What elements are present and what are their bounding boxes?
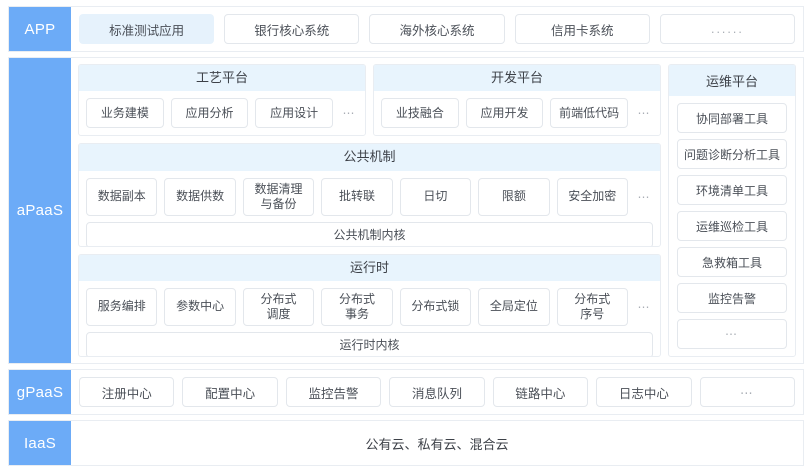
panel-ops-platform: 运维平台 协同部署工具 问题诊断分析工具 环境清单工具 运维巡检工具 急救箱工具… xyxy=(668,64,796,357)
ops-item-problem-diagnosis[interactable]: 问题诊断分析工具 xyxy=(677,139,787,169)
craft-item-business-modeling[interactable]: 业务建模 xyxy=(86,98,164,129)
runtime-item-parameter-center[interactable]: 参数中心 xyxy=(164,287,236,326)
dev-item-frontend-lowcode[interactable]: 前端低代码 xyxy=(550,98,629,129)
common-item-security-encryption[interactable]: 安全加密 xyxy=(556,177,628,216)
common-item-day-cut[interactable]: 日切 xyxy=(399,177,472,216)
apaas-tier: aPaaS 工艺平台 业务建模 应用分析 应用设计 ⋯ xyxy=(8,57,804,364)
panel-runtime: 运行时 服务编排 参数中心 分布式 调度 分布式 事务 分布式锁 全局定位 分布… xyxy=(78,253,661,357)
common-item-limit[interactable]: 限额 xyxy=(478,177,550,216)
runtime-more-ellipsis[interactable]: ⋯ xyxy=(637,299,651,314)
craft-more-ellipsis[interactable]: ⋯ xyxy=(342,106,356,121)
panel-common-mechanism-title: 公共机制 xyxy=(79,144,660,171)
gpaas-item-log-center[interactable]: 日志中心 xyxy=(596,377,692,407)
gpaas-tier: gPaaS 注册中心 配置中心 监控告警 消息队列 链路中心 日志中心 ⋯ xyxy=(8,369,804,415)
panel-common-mechanism: 公共机制 数据副本 数据供数 数据清理 与备份 批转联 日切 限额 安全加密 ⋯ xyxy=(78,143,661,247)
panel-dev-platform: 开发平台 业技融合 应用开发 前端低代码 ⋯ xyxy=(373,64,661,137)
app-tier-items: 标准测试应用 银行核心系统 海外核心系统 信用卡系统 ...... xyxy=(71,7,803,51)
dev-item-app-development[interactable]: 应用开发 xyxy=(465,98,544,129)
panel-runtime-title: 运行时 xyxy=(79,254,660,281)
panel-craft-platform: 工艺平台 业务建模 应用分析 应用设计 ⋯ xyxy=(78,64,366,137)
dev-more-ellipsis[interactable]: ⋯ xyxy=(637,106,651,121)
common-mechanism-row: 数据副本 数据供数 数据清理 与备份 批转联 日切 限额 安全加密 ⋯ xyxy=(86,177,653,216)
apaas-tier-body: 工艺平台 业务建模 应用分析 应用设计 ⋯ 开发平台 xyxy=(71,58,803,363)
iaas-tier-label: IaaS xyxy=(9,421,71,465)
runtime-kernel[interactable]: 运行时内核 xyxy=(86,331,653,356)
runtime-row: 服务编排 参数中心 分布式 调度 分布式 事务 分布式锁 全局定位 分布式 序号… xyxy=(86,287,653,326)
runtime-item-global-positioning[interactable]: 全局定位 xyxy=(478,287,550,326)
gpaas-tier-items: 注册中心 配置中心 监控告警 消息队列 链路中心 日志中心 ⋯ xyxy=(71,370,803,414)
runtime-item-distributed-lock[interactable]: 分布式锁 xyxy=(399,287,472,326)
panel-dev-platform-body: 业技融合 应用开发 前端低代码 ⋯ xyxy=(374,91,660,135)
dev-item-business-tech-fusion[interactable]: 业技融合 xyxy=(381,98,459,129)
ops-item-first-aid-kit[interactable]: 急救箱工具 xyxy=(677,247,787,277)
app-tier-label: APP xyxy=(9,7,71,51)
panel-craft-platform-body: 业务建模 应用分析 应用设计 ⋯ xyxy=(79,91,365,135)
app-item-credit-card[interactable]: 信用卡系统 xyxy=(514,14,650,44)
common-more-ellipsis[interactable]: ⋯ xyxy=(637,189,651,204)
runtime-item-distributed-transaction[interactable]: 分布式 事务 xyxy=(321,287,393,326)
apaas-main-column: 工艺平台 业务建模 应用分析 应用设计 ⋯ 开发平台 xyxy=(78,64,661,357)
common-mechanism-kernel[interactable]: 公共机制内核 xyxy=(86,221,653,246)
gpaas-item-registry-center[interactable]: 注册中心 xyxy=(79,377,175,407)
ops-item-more[interactable]: ⋯ xyxy=(677,319,787,349)
gpaas-item-config-center[interactable]: 配置中心 xyxy=(182,377,278,407)
gpaas-item-more[interactable]: ⋯ xyxy=(699,377,795,407)
gpaas-item-trace-center[interactable]: 链路中心 xyxy=(492,377,589,407)
common-item-data-cleanup-backup[interactable]: 数据清理 与备份 xyxy=(242,177,315,216)
craft-item-app-design[interactable]: 应用设计 xyxy=(255,98,334,129)
craft-item-app-analysis[interactable]: 应用分析 xyxy=(170,98,249,129)
ops-item-collaborative-deployment[interactable]: 协同部署工具 xyxy=(677,103,787,133)
gpaas-item-monitoring-alert[interactable]: 监控告警 xyxy=(285,377,382,407)
runtime-item-distributed-scheduling[interactable]: 分布式 调度 xyxy=(242,287,315,326)
panel-ops-platform-title: 运维平台 xyxy=(669,65,795,96)
common-item-data-replica[interactable]: 数据副本 xyxy=(86,177,158,216)
app-item-more[interactable]: ...... xyxy=(659,14,796,44)
common-item-batch-transfer[interactable]: 批转联 xyxy=(321,177,393,216)
ops-item-environment-inventory[interactable]: 环境清单工具 xyxy=(677,175,787,205)
ops-item-ops-inspection[interactable]: 运维巡检工具 xyxy=(677,211,787,241)
panel-dev-platform-title: 开发平台 xyxy=(374,65,660,92)
runtime-item-service-orchestration[interactable]: 服务编排 xyxy=(86,287,158,326)
panel-runtime-body: 服务编排 参数中心 分布式 调度 分布式 事务 分布式锁 全局定位 分布式 序号… xyxy=(79,281,660,356)
app-item-standard-test[interactable]: 标准测试应用 xyxy=(79,14,215,44)
gpaas-item-message-queue[interactable]: 消息队列 xyxy=(389,377,485,407)
craft-platform-row: 业务建模 应用分析 应用设计 ⋯ xyxy=(86,98,358,129)
apaas-tier-label: aPaaS xyxy=(9,58,71,363)
common-item-data-supply[interactable]: 数据供数 xyxy=(164,177,236,216)
ops-item-monitoring-alert[interactable]: 监控告警 xyxy=(677,283,787,313)
runtime-item-distributed-sequence[interactable]: 分布式 序号 xyxy=(556,287,628,326)
gpaas-tier-label: gPaaS xyxy=(9,370,71,414)
app-item-bank-core[interactable]: 银行核心系统 xyxy=(224,14,360,44)
iaas-tier: IaaS 公有云、私有云、混合云 xyxy=(8,420,804,466)
ops-platform-list: 协同部署工具 问题诊断分析工具 环境清单工具 运维巡检工具 急救箱工具 监控告警… xyxy=(669,96,795,356)
app-item-overseas-core[interactable]: 海外核心系统 xyxy=(369,14,505,44)
apaas-top-panels: 工艺平台 业务建模 应用分析 应用设计 ⋯ 开发平台 xyxy=(78,64,661,137)
app-tier: APP 标准测试应用 银行核心系统 海外核心系统 信用卡系统 ...... xyxy=(8,6,804,52)
panel-craft-platform-title: 工艺平台 xyxy=(79,65,365,92)
dev-platform-row: 业技融合 应用开发 前端低代码 ⋯ xyxy=(381,98,653,129)
panel-common-mechanism-body: 数据副本 数据供数 数据清理 与备份 批转联 日切 限额 安全加密 ⋯ 公共机制… xyxy=(79,171,660,246)
iaas-tier-content: 公有云、私有云、混合云 xyxy=(365,436,509,452)
